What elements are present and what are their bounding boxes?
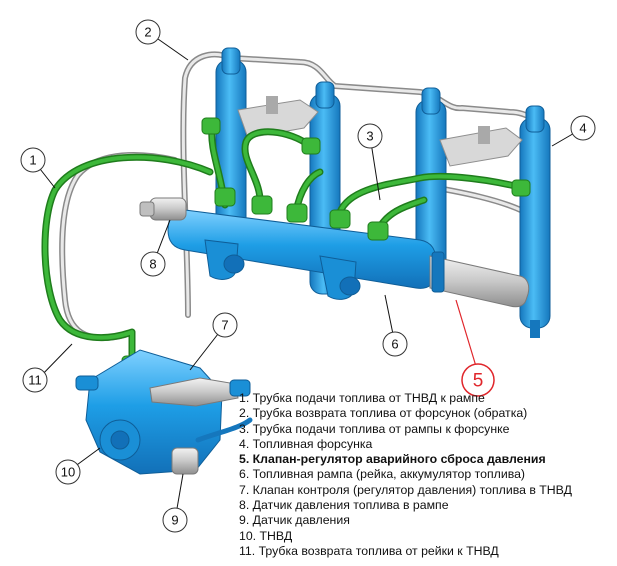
callout-1-label: 1: [29, 153, 36, 168]
rail-pressure-sensor: [139, 197, 187, 221]
legend-item: 4. Топливная форсунка: [239, 436, 373, 451]
callout-2: 2: [135, 19, 161, 45]
callout-3-label: 3: [366, 129, 373, 144]
callout-4-label: 4: [579, 121, 586, 136]
rail-return-line: [59, 152, 178, 342]
return-line: [180, 51, 548, 318]
callout-7: 7: [212, 312, 238, 338]
callout-9-label: 9: [171, 513, 178, 528]
legend-item: 5. Клапан-регулятор аварийного сброса да…: [239, 452, 546, 467]
legend-item: 9. Датчик давления: [239, 513, 350, 528]
legend-list: 1. Трубка подачи топлива от ТНВД к рампе…: [239, 391, 609, 559]
callout-5-label: 5: [473, 371, 484, 392]
callout-10: 10: [55, 459, 81, 485]
fuel-rail: [167, 209, 437, 300]
callout-6: 6: [382, 331, 408, 357]
callout-8: 8: [140, 251, 166, 277]
legend-item: 1. Трубка подачи топлива от ТНВД к рампе: [239, 391, 485, 405]
callout-6-label: 6: [391, 337, 398, 352]
legend-item: 2. Трубка возврата топлива от форсунок (…: [239, 406, 528, 421]
high-pressure-lines: [41, 124, 519, 366]
legend-item: 6. Топливная рампа (рейка, аккумулятор т…: [239, 467, 526, 482]
callout-7-label: 7: [221, 318, 228, 333]
callout-10-label: 10: [61, 465, 75, 480]
callout-9: 9: [162, 507, 188, 533]
callout-11: 11: [22, 367, 48, 393]
legend-item: 3. Трубка подачи топлива от рампы к форс…: [239, 421, 510, 436]
legend-item: 8. Датчик давления топлива в рампе: [239, 498, 449, 513]
callout-5-leader: [455, 299, 479, 374]
callout-3: 3: [357, 123, 383, 149]
injector-clamp-2: [439, 126, 523, 167]
callout-8-label: 8: [149, 257, 156, 272]
callout-1: 1: [20, 147, 46, 173]
injector-clamp-1: [237, 96, 319, 139]
pressure-relief-valve: [429, 251, 530, 308]
callout-2-label: 2: [144, 25, 151, 40]
injector-4: [519, 105, 551, 338]
legend-item: 7. Клапан контроля (регулятор давления) …: [239, 482, 572, 497]
high-pressure-pump: [75, 349, 253, 475]
callout-4: 4: [570, 115, 596, 141]
callout-11-label: 11: [28, 373, 42, 388]
legend-item: 10. ТНВД: [239, 528, 293, 543]
legend-item: 11. Трубка возврата топлива от рейки к Т…: [239, 543, 499, 558]
injector-3: [415, 87, 447, 277]
callout-5: 5: [461, 363, 495, 397]
